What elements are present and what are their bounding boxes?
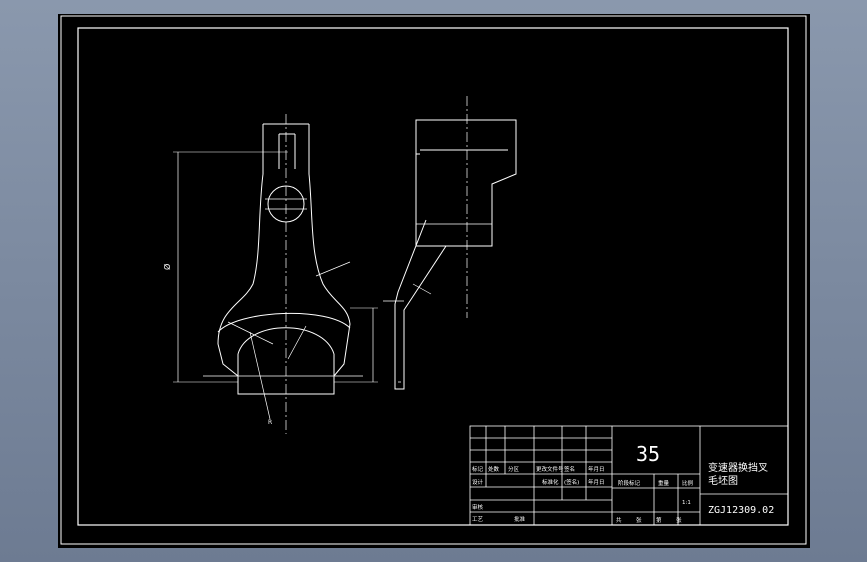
svg-text:更改文件号: 更改文件号	[536, 465, 564, 473]
side-view	[383, 96, 517, 390]
drawing-title-line2: 毛坯图	[708, 475, 738, 487]
svg-text:张: 张	[636, 516, 642, 524]
drawing-canvas[interactable]: Ø R 35	[58, 14, 810, 548]
front-view	[173, 114, 378, 434]
inner-border	[77, 27, 789, 526]
svg-text:重量: 重量	[658, 479, 670, 487]
title-block-row1: 标记 处数 分区 更改文件号 签名 年月日	[472, 465, 605, 473]
svg-text:标记: 标记	[472, 465, 484, 473]
outer-border	[60, 15, 807, 545]
svg-text:工艺: 工艺	[472, 516, 484, 523]
cad-viewport[interactable]: Ø R 35	[58, 14, 810, 548]
drawing-number: ZGJ12309.02	[708, 505, 774, 516]
title-block-sheet-info: 共 张 第 张	[616, 516, 682, 524]
svg-text:审核: 审核	[472, 503, 484, 511]
drawing-title-line1: 变速器换挡叉	[708, 461, 768, 474]
svg-text:年月日: 年月日	[588, 465, 605, 473]
svg-text:(签名): (签名)	[564, 478, 579, 486]
svg-text:张: 张	[676, 516, 682, 524]
scale-value: 1:1	[682, 500, 691, 506]
material-label: 35	[636, 442, 660, 466]
svg-text:阶段标记: 阶段标记	[618, 479, 641, 487]
svg-text:第: 第	[656, 516, 662, 524]
title-block-stage: 阶段标记 重量 比例 1:1	[618, 479, 694, 506]
svg-text:分区: 分区	[508, 465, 520, 473]
svg-text:标准化: 标准化	[542, 478, 559, 486]
height-dimension-label: Ø	[162, 264, 172, 270]
svg-text:共: 共	[616, 516, 622, 524]
title-block-row2: 设计 标准化 (签名) 年月日	[472, 478, 605, 486]
title-block	[469, 425, 789, 526]
svg-text:处数: 处数	[488, 465, 500, 473]
radius-label: R	[268, 419, 272, 426]
title-block-row3: 审核 工艺 批准	[472, 503, 526, 523]
svg-text:年月日: 年月日	[588, 478, 605, 486]
svg-text:设计: 设计	[472, 478, 484, 486]
svg-text:签名: 签名	[564, 465, 575, 473]
svg-text:批准: 批准	[514, 515, 526, 523]
svg-text:比例: 比例	[682, 479, 694, 487]
